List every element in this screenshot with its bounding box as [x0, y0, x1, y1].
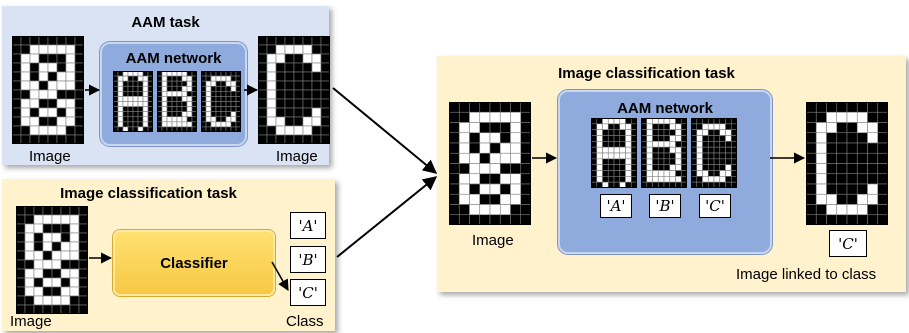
right-classification-title: Image classification task [558, 65, 735, 82]
left-classification-title: Image classification task [60, 185, 237, 202]
aam-memory-image-c [201, 71, 241, 132]
left-class-label-c: 'C' [290, 279, 326, 306]
right-memory-image-c [691, 118, 737, 188]
left-class-label-a: 'A' [290, 212, 326, 239]
right-input-caption: Image [472, 232, 514, 249]
aam-input-caption: Image [29, 148, 71, 165]
right-network-title: AAM network [617, 100, 713, 117]
right-output-caption: Image linked to class [736, 266, 877, 283]
right-memory-label-c: 'C' [699, 194, 731, 218]
left-class-label-b: 'B' [290, 246, 326, 273]
aam-input-image [12, 36, 84, 144]
right-output-image [806, 102, 888, 225]
right-memory-label-b: 'B' [649, 194, 681, 218]
right-input-image [449, 102, 531, 225]
arrow-classification-to-right-panel [336, 176, 438, 258]
right-result-label: 'C' [829, 230, 867, 257]
left-input-caption: Image [10, 313, 52, 330]
right-memory-image-b [641, 118, 687, 188]
aam-output-caption: Image [276, 148, 318, 165]
left-input-image [16, 206, 88, 314]
right-memory-image-a [591, 118, 637, 188]
aam-output-image [258, 36, 330, 144]
arrow-aam-to-right-panel [332, 87, 438, 174]
classifier-box: Classifier [113, 230, 275, 296]
right-memory-label-a: 'A' [600, 194, 632, 218]
aam-memory-image-a [113, 71, 153, 132]
aam-task-title: AAM task [131, 14, 200, 31]
aam-network-title: AAM network [125, 50, 222, 67]
left-output-caption: Class [286, 313, 324, 330]
aam-memory-image-b [157, 71, 197, 132]
